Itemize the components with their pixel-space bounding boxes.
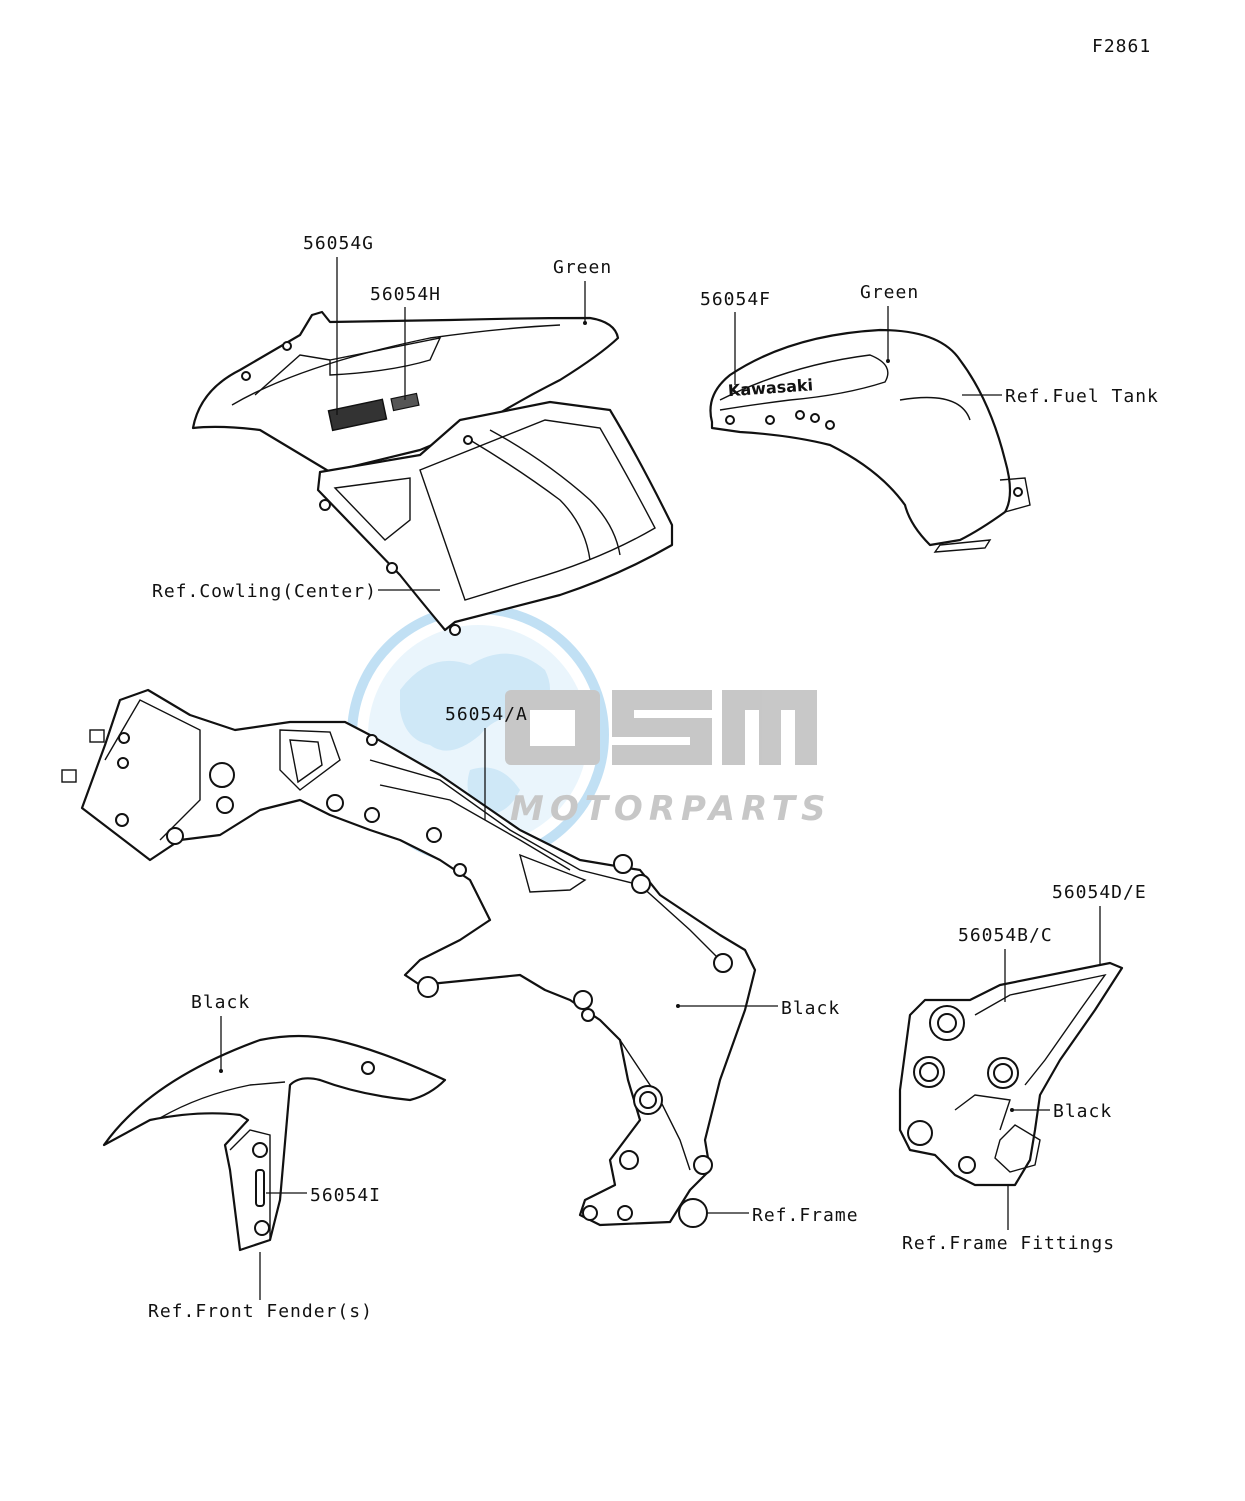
decal-56054i-icon <box>255 1169 265 1207</box>
front-fender-drawing <box>102 1034 447 1252</box>
label-56054i: 56054I <box>310 1185 381 1206</box>
watermark-subtitle: MOTORPARTS <box>510 789 831 829</box>
label-black-fender: Black <box>191 992 250 1013</box>
watermark-logo <box>505 690 817 765</box>
label-ref-front-fender: Ref.Front Fender(s) <box>148 1301 373 1322</box>
label-ref-frame-fittings: Ref.Frame Fittings <box>902 1233 1115 1254</box>
label-ref-fuel-tank: Ref.Fuel Tank <box>1005 386 1159 407</box>
label-green-cowling: Green <box>553 257 612 278</box>
fuel-tank-drawing: Kawasaki <box>709 328 1031 553</box>
label-black-fittings: Black <box>1053 1101 1112 1122</box>
label-56054g: 56054G <box>303 233 374 254</box>
label-ref-cowling-center: Ref.Cowling(Center) <box>152 581 377 602</box>
frame-fittings-drawing <box>898 961 1124 1187</box>
label-56054a: 56054/A <box>445 704 528 725</box>
label-56054f: 56054F <box>700 289 771 310</box>
label-green-tank: Green <box>860 282 919 303</box>
label-56054de: 56054D/E <box>1052 882 1147 903</box>
figure-code: F2861 <box>1092 36 1151 57</box>
frame-drawing <box>61 688 757 1228</box>
label-56054h: 56054H <box>370 284 441 305</box>
decal-56054g-icon <box>327 398 388 432</box>
decal-56054h-icon <box>390 392 420 412</box>
label-56054bc: 56054B/C <box>958 925 1053 946</box>
label-ref-frame: Ref.Frame <box>752 1205 859 1226</box>
label-black-frame: Black <box>781 998 840 1019</box>
